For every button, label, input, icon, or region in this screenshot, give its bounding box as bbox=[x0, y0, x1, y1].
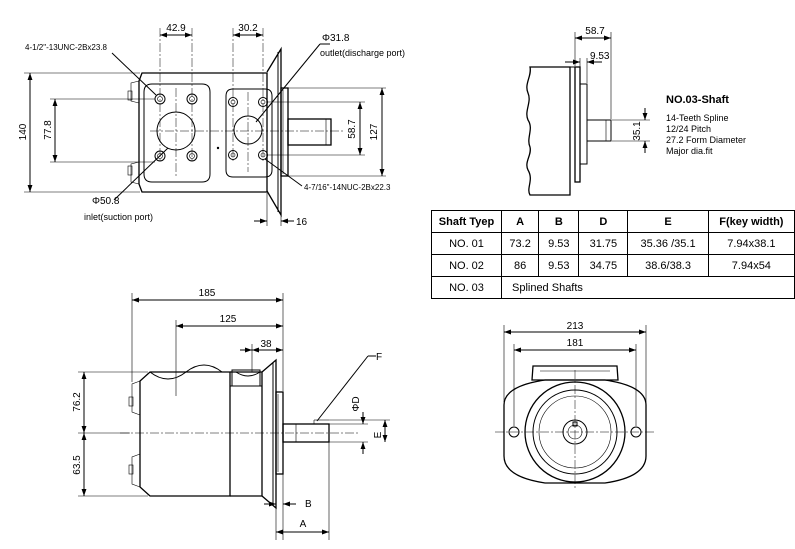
table-cell: 9.53 bbox=[538, 232, 580, 255]
dim-38: 38 bbox=[260, 339, 272, 350]
table-cell: 7.94x54 bbox=[707, 254, 795, 277]
shaft-table: Shaft Tyep A B D E F(key width) NO. 01 7… bbox=[431, 210, 795, 299]
table-row: NO. 03 Splined Shafts bbox=[431, 276, 795, 299]
outlet-thread-note: 4-7/16"-14NUC-2Bx22.3 bbox=[304, 183, 391, 192]
shaft-note-title: NO.03-Shaft bbox=[666, 94, 729, 106]
table-header: Shaft Tyep bbox=[431, 210, 502, 233]
dim-125: 125 bbox=[220, 314, 237, 325]
table-cell: 86 bbox=[500, 254, 540, 277]
shaft-note: NO.03-Shaft 14-Teeth Spline 12/24 Pitch … bbox=[666, 94, 746, 157]
dim-9-53-shaft: 9.53 bbox=[590, 51, 610, 62]
dim-77-8: 77.8 bbox=[43, 120, 54, 140]
table-cell: 34.75 bbox=[578, 254, 629, 277]
label-f: F bbox=[376, 352, 382, 363]
dim-16: 16 bbox=[296, 217, 308, 228]
outlet-label: outlet(discharge port) bbox=[320, 48, 405, 58]
table-header-row: Shaft Tyep A B D E F(key width) bbox=[431, 210, 795, 233]
table-header: B bbox=[538, 210, 580, 233]
label-e: E bbox=[373, 431, 384, 438]
inlet-label: inlet(suction port) bbox=[84, 212, 153, 222]
shaft-note-line: 12/24 Pitch bbox=[666, 124, 712, 134]
side-view: 185 125 38 F ΦD E 76.2 63.5 bbox=[72, 288, 390, 540]
table-header: E bbox=[627, 210, 709, 233]
label-phi-d: ΦD bbox=[351, 396, 362, 411]
table-cell: NO. 01 bbox=[431, 232, 502, 255]
label-b: B bbox=[305, 499, 312, 510]
table-cell: 38.6/38.3 bbox=[627, 254, 709, 277]
dim-127: 127 bbox=[369, 123, 380, 140]
table-cell: 7.94x38.1 bbox=[707, 232, 795, 255]
table-header: D bbox=[578, 210, 629, 233]
table-cell: 31.75 bbox=[578, 232, 629, 255]
table-row: NO. 02 86 9.53 34.75 38.6/38.3 7.94x54 bbox=[431, 254, 795, 277]
table-cell: 9.53 bbox=[538, 254, 580, 277]
dim-35-1: 35.1 bbox=[632, 121, 643, 141]
label-a: A bbox=[300, 519, 307, 530]
dim-213: 213 bbox=[567, 321, 584, 332]
table-cell-note: Splined Shafts bbox=[500, 276, 795, 299]
dim-63-5: 63.5 bbox=[72, 455, 83, 475]
shaft-note-line: Major dia.fit bbox=[666, 146, 713, 156]
end-view: 213 181 bbox=[495, 321, 656, 490]
dim-76-2: 76.2 bbox=[72, 392, 83, 412]
table-cell: NO. 03 bbox=[431, 276, 502, 299]
dim-185: 185 bbox=[199, 288, 216, 299]
table-row: NO. 01 73.2 9.53 31.75 35.36 /35.1 7.94x… bbox=[431, 232, 795, 255]
table-cell: NO. 02 bbox=[431, 254, 502, 277]
shaft-note-line: 14-Teeth Spline bbox=[666, 113, 729, 123]
shaft-note-line: 27.2 Form Diameter bbox=[666, 135, 747, 145]
dim-140: 140 bbox=[18, 123, 29, 140]
dim-phi-50-8: Φ50.8 bbox=[92, 196, 120, 207]
dim-58-7-front: 58.7 bbox=[347, 119, 358, 139]
table-cell: 35.36 /35.1 bbox=[627, 232, 709, 255]
dim-42-9: 42.9 bbox=[166, 23, 186, 34]
dim-181: 181 bbox=[567, 338, 584, 349]
dim-30-2: 30.2 bbox=[238, 23, 258, 34]
inlet-thread-note: 4-1/2"-13UNC-2Bx23.8 bbox=[25, 43, 108, 52]
shaft-view: 58.7 9.53 35.1 bbox=[526, 26, 650, 196]
table-header: F(key width) bbox=[707, 210, 795, 233]
table-cell: 73.2 bbox=[500, 232, 540, 255]
front-view: 42.9 30.2 Φ31.8 outlet(discharge port) 4… bbox=[18, 23, 405, 228]
table-header: A bbox=[500, 210, 540, 233]
dim-phi-31-8: Φ31.8 bbox=[322, 33, 350, 44]
dim-58-7-shaft: 58.7 bbox=[585, 26, 605, 37]
